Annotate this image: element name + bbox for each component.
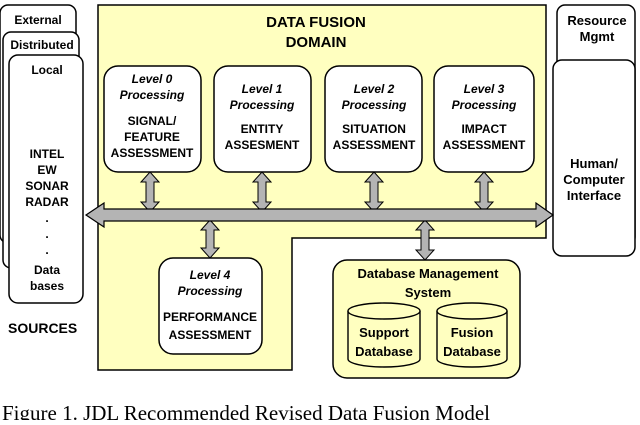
svg-text:FEATURE: FEATURE [124, 130, 180, 144]
svg-text:SIGNAL/: SIGNAL/ [128, 114, 177, 128]
svg-text:ASSESSMENT: ASSESSMENT [111, 146, 194, 160]
local-sources-label: Local [31, 63, 62, 77]
source-dot-2: . [45, 227, 48, 241]
source-data-line2: bases [30, 279, 64, 293]
domain-title-line2: DOMAIN [286, 34, 347, 51]
distributed-sources-label: Distributed [10, 38, 73, 52]
resource-title-line2: Mgmt [580, 29, 615, 44]
connector-level0 [139, 171, 161, 213]
svg-text:ENTITY: ENTITY [241, 122, 284, 136]
source-intel: INTEL [30, 147, 65, 161]
support-database-cylinder: Support Database [347, 302, 421, 368]
connector-level2 [363, 171, 385, 213]
level-4-box: Level 4 Processing PERFORMANCE ASSESSMEN… [158, 257, 263, 355]
svg-text:Support: Support [359, 325, 409, 340]
hci-line1: Human/ [570, 156, 618, 171]
svg-text:SITUATION: SITUATION [342, 122, 406, 136]
svg-text:Level 0: Level 0 [132, 72, 173, 86]
svg-text:Database: Database [355, 344, 413, 359]
connector-dbms [414, 219, 436, 261]
svg-text:Level 2: Level 2 [354, 82, 395, 96]
connector-level3 [473, 171, 495, 213]
svg-text:Level 3: Level 3 [464, 82, 505, 96]
dbms-box: Database Management System Support Datab… [332, 259, 521, 379]
hci-line2: Computer [563, 172, 624, 187]
svg-text:IMPACT: IMPACT [461, 122, 507, 136]
level-0-box: Level 0 Processing SIGNAL/ FEATURE ASSES… [103, 65, 202, 173]
connector-level4 [199, 219, 221, 259]
sources-stack: External Distributed Local INTEL EW SONA… [0, 4, 84, 304]
level-2-box: Level 2 Processing SITUATION ASSESSMENT [324, 65, 423, 173]
source-radar: RADAR [25, 195, 69, 209]
local-sources-box [8, 54, 84, 304]
source-dot-1: . [45, 211, 48, 225]
svg-text:ASSESSMENT: ASSESSMENT [169, 328, 252, 342]
resource-title-line1: Resource [567, 13, 626, 28]
domain-title-line1: DATA FUSION [266, 14, 366, 31]
sources-label: SOURCES [8, 320, 77, 336]
resource-management: Resource Mgmt Human/ Computer Interface [552, 4, 636, 257]
svg-text:Processing: Processing [230, 98, 295, 112]
connector-level1 [251, 171, 273, 213]
svg-text:Processing: Processing [452, 98, 517, 112]
source-dot-3: . [45, 243, 48, 257]
data-bus-arrow [84, 201, 555, 229]
svg-text:Level 4: Level 4 [190, 268, 231, 282]
svg-text:Level 1: Level 1 [242, 82, 283, 96]
svg-text:ASSESSMENT: ASSESSMENT [443, 138, 526, 152]
svg-text:PERFORMANCE: PERFORMANCE [163, 310, 257, 324]
source-data-line1: Data [34, 263, 60, 277]
svg-text:ASSESSMENT: ASSESSMENT [333, 138, 416, 152]
svg-text:Database: Database [443, 344, 501, 359]
svg-text:Processing: Processing [342, 98, 407, 112]
svg-text:Processing: Processing [178, 284, 243, 298]
level-connectors [139, 171, 495, 261]
svg-text:Fusion: Fusion [451, 325, 494, 340]
external-sources-label: External [14, 13, 61, 27]
figure-caption: Figure 1. JDL Recommended Revised Data F… [2, 401, 490, 420]
level-3-box: Level 3 Processing IMPACT ASSESSMENT [433, 65, 535, 173]
svg-text:ASSESMENT: ASSESMENT [225, 138, 300, 152]
dbms-title-line1: Database Management [358, 266, 500, 281]
svg-text:Processing: Processing [120, 88, 185, 102]
level-1-box: Level 1 Processing ENTITY ASSESMENT [213, 65, 312, 173]
source-sonar: SONAR [25, 179, 69, 193]
dbms-title-line2: System [405, 285, 451, 300]
source-ew: EW [37, 163, 57, 177]
hci-line3: Interface [567, 188, 621, 203]
hci-box [552, 59, 636, 257]
fusion-database-cylinder: Fusion Database [436, 302, 508, 368]
